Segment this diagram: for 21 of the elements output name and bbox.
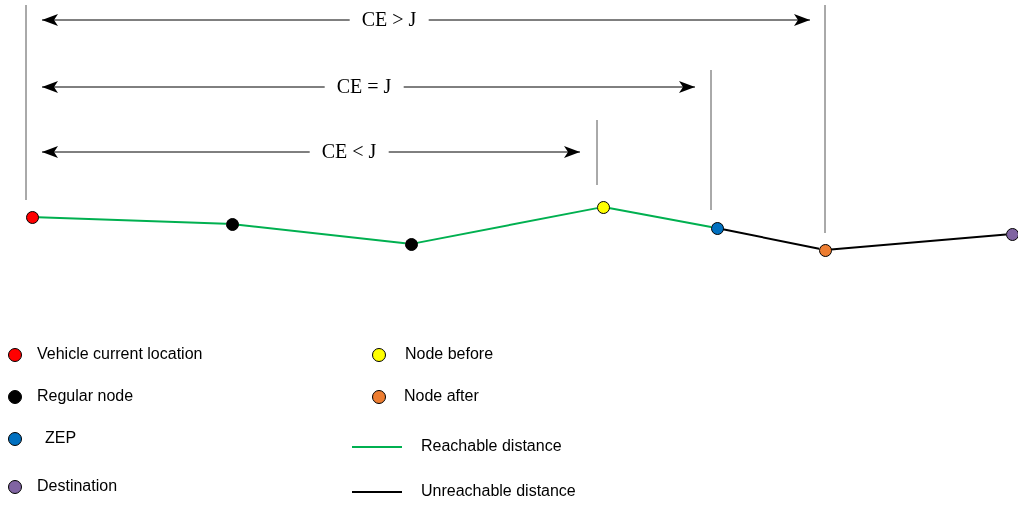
legend-text: Unreachable distance	[421, 481, 576, 501]
route-line	[830, 233, 1007, 251]
legend-text: Vehicle current location	[37, 344, 203, 364]
route-line	[607, 207, 713, 228]
legend-text: Node before	[405, 344, 494, 364]
route-node	[1005, 227, 1018, 241]
legend-text: ZEP	[45, 428, 77, 448]
route-line	[37, 216, 227, 225]
route-node	[25, 210, 39, 224]
legend-text: Node after	[404, 386, 479, 406]
legend-text: Destination	[37, 476, 118, 496]
route-line	[415, 207, 599, 244]
route-node	[710, 221, 724, 235]
route-node	[596, 200, 610, 214]
route-line	[721, 228, 821, 250]
route-node	[225, 217, 239, 231]
legend-text: Reachable distance	[421, 436, 562, 456]
legend-text: Regular node	[37, 386, 134, 406]
route-node	[404, 237, 418, 251]
route-line	[236, 223, 407, 245]
route-node	[818, 243, 832, 257]
